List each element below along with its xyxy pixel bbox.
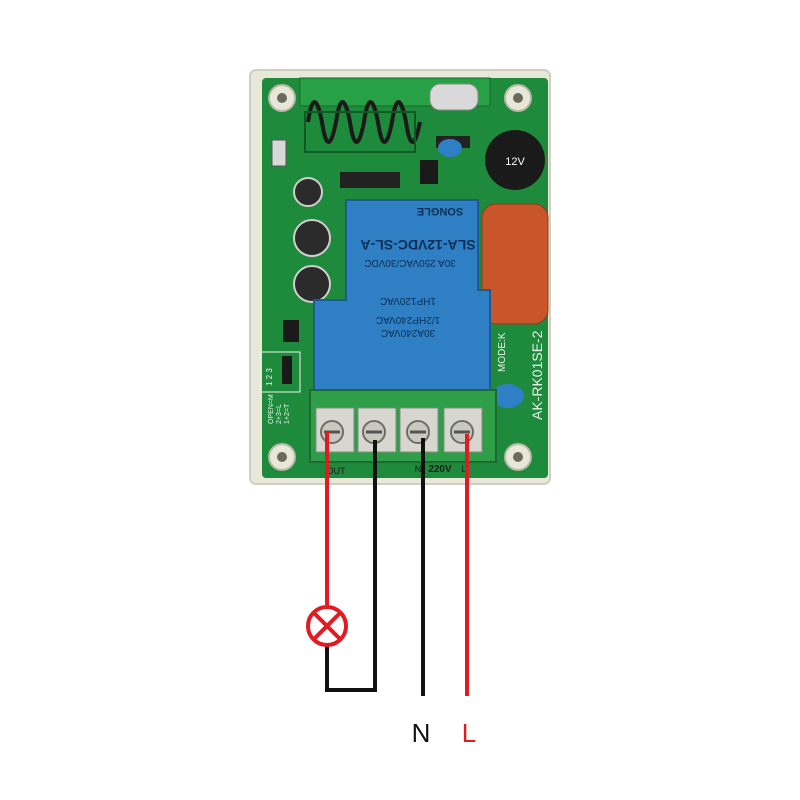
label-neutral: N: [412, 718, 431, 748]
electrolytic-capacitors: [293, 177, 331, 303]
relay-rating-line5: 30A240VAC: [381, 327, 435, 338]
relay-rating-line2: 30A 250VAC/30VDC: [364, 257, 456, 268]
receiver-enclosure: 12V 30A240VAC 1/2HP240VAC 1HP120VAC 30A …: [249, 69, 551, 485]
jumper-pins: 1 2 3: [265, 368, 274, 386]
relay-rating-line4: 1/2HP240VAC: [376, 314, 440, 325]
antenna-coil-icon: [304, 100, 422, 153]
terminal-label-live: L: [461, 464, 466, 474]
terminal-label-out: OUT: [327, 466, 347, 476]
transistor: [420, 160, 438, 184]
crystal: [429, 83, 479, 111]
ceramic-capacitor: [438, 139, 462, 157]
jumper-note-2: 2+3=L: [276, 404, 283, 424]
transistor: [283, 320, 299, 342]
mounting-holes: [268, 84, 532, 471]
jumper-note-1: 1+2=T: [284, 403, 291, 424]
electrolytic-capacitor: [293, 265, 331, 303]
terminal-label-voltage: 220V: [428, 464, 452, 475]
wire-lamp-return: [325, 440, 377, 692]
buzzer-label: 12V: [505, 156, 525, 168]
board-model-label: MODE:K: [497, 332, 508, 372]
screw-icon: [315, 407, 355, 453]
relay-rating-line3: 1HP120VAC: [380, 295, 436, 306]
film-capacitor: [481, 203, 549, 325]
relay: 30A240VAC 1/2HP240VAC 1HP120VAC 30A 250V…: [313, 199, 491, 391]
jumper-block: 1 2 3 1+2=T 2+3=L OPEN=M: [259, 351, 301, 424]
board-model-text: AK-RK01SE-2: [529, 330, 545, 420]
screw-icon: [443, 407, 483, 453]
terminal-block: OUT N 220V L: [309, 389, 497, 476]
relay-model: SLA-12VDC-SL-A: [360, 237, 475, 253]
ic-chip: [340, 172, 400, 188]
jumper-header: [282, 356, 292, 384]
jumper-note-3: OPEN=M: [268, 394, 275, 424]
electrolytic-capacitor: [293, 177, 323, 207]
screw-icon: [399, 407, 439, 453]
electrolytic-capacitor: [293, 219, 331, 257]
wiring: [325, 432, 469, 696]
ceramic-capacitor: [492, 384, 524, 408]
lamp-icon: [306, 605, 348, 647]
label-live: L: [462, 718, 476, 748]
terminal-label-neutral: N: [415, 464, 422, 474]
push-button: [271, 139, 287, 167]
relay-brand: SONGLE: [417, 205, 463, 217]
buzzer-icon: 12V: [485, 130, 545, 190]
